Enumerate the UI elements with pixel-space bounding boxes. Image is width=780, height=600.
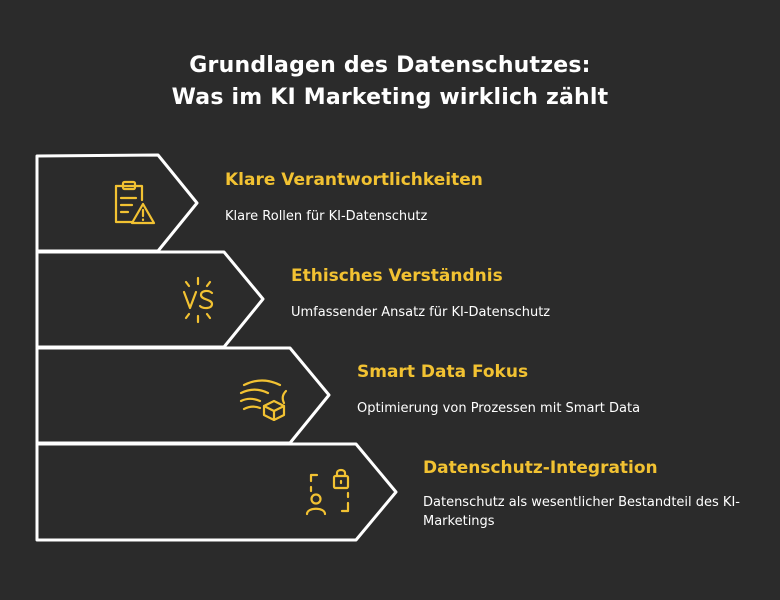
step-4-description: Datenschutz als wesentlicher Bestandteil… [423,495,740,529]
step-2-description: Umfassender Ansatz für KI-Datenschutz [291,305,551,320]
versus-icon [182,276,214,324]
step-3-description: Optimierung von Prozessen mit Smart Data [357,401,641,416]
step-2-heading: Ethisches Verständnis [291,266,503,286]
step-1-heading: Klare Verantwortlichkeiten [225,170,483,190]
step-1-description: Klare Rollen für KI-Datenschutz [225,209,428,224]
data-flow-cube-icon [239,379,288,421]
user-lock-icon [305,468,350,516]
clipboard-warning-icon [114,180,156,225]
step-4-heading: Datenschutz-Integration [423,458,658,478]
arrow-shape-4 [35,442,398,542]
diagram-title: Grundlagen des Datenschutzes: Was im KI … [0,50,780,114]
arrow-shape-3 [35,346,331,445]
arrow-shape-1 [35,153,199,253]
arrow-shape-2 [35,250,265,349]
title-line-1: Grundlagen des Datenschutzes: [189,53,591,78]
step-3-heading: Smart Data Fokus [357,362,529,382]
title-line-2: Was im KI Marketing wirklich zählt [171,85,609,110]
